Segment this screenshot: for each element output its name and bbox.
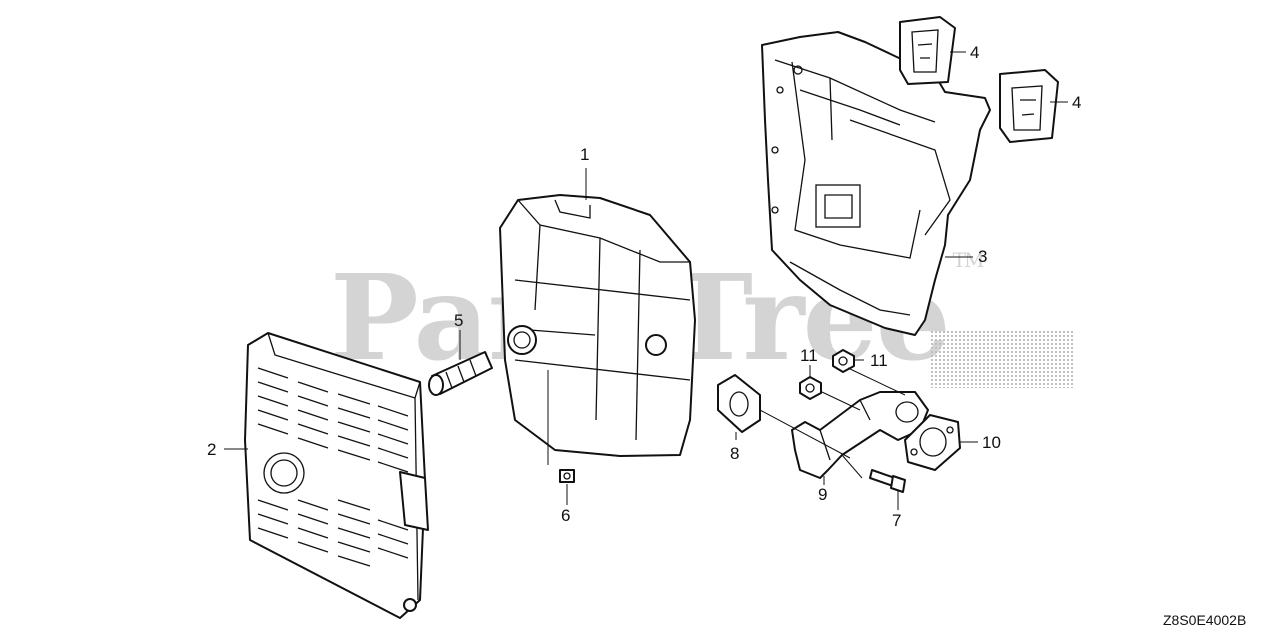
callout-11-left: 11: [800, 346, 818, 365]
spark-arrester-screen: [428, 351, 493, 396]
callout-4-lower: 4: [1072, 93, 1082, 112]
exhaust-gasket: [717, 374, 761, 433]
flange-nut-upper: [832, 349, 855, 373]
callout-10: 10: [982, 433, 1001, 452]
heat-shield-slots: [257, 367, 409, 567]
callout-8: 8: [730, 444, 740, 463]
leader-lines: [224, 51, 1068, 510]
callout-9: 9: [818, 485, 828, 504]
drawing-code: Z8S0E4002B: [1163, 612, 1247, 628]
callout-4-upper: 4: [970, 43, 980, 62]
flange-nut-lower: [799, 376, 822, 400]
callout-7: 7: [892, 511, 902, 530]
callout-11-right: 11: [870, 351, 888, 370]
exhaust-pipe: [791, 391, 929, 479]
protector-clip-lower: [999, 69, 1059, 143]
flange-gasket: [904, 414, 961, 471]
screw-6: [559, 469, 575, 483]
callout-1: 1: [580, 145, 590, 164]
protector-clip-upper: [899, 16, 956, 85]
watermark-dot-pattern: [930, 330, 1075, 388]
muffler-heat-shield: [244, 332, 429, 619]
callout-2: 2: [207, 440, 217, 459]
muffler-protector: [761, 31, 991, 336]
callout-3: 3: [978, 247, 988, 266]
flange-bolt: [869, 469, 906, 493]
callout-6: 6: [561, 506, 571, 525]
callout-5: 5: [454, 311, 464, 330]
muffler-body: [499, 194, 696, 457]
